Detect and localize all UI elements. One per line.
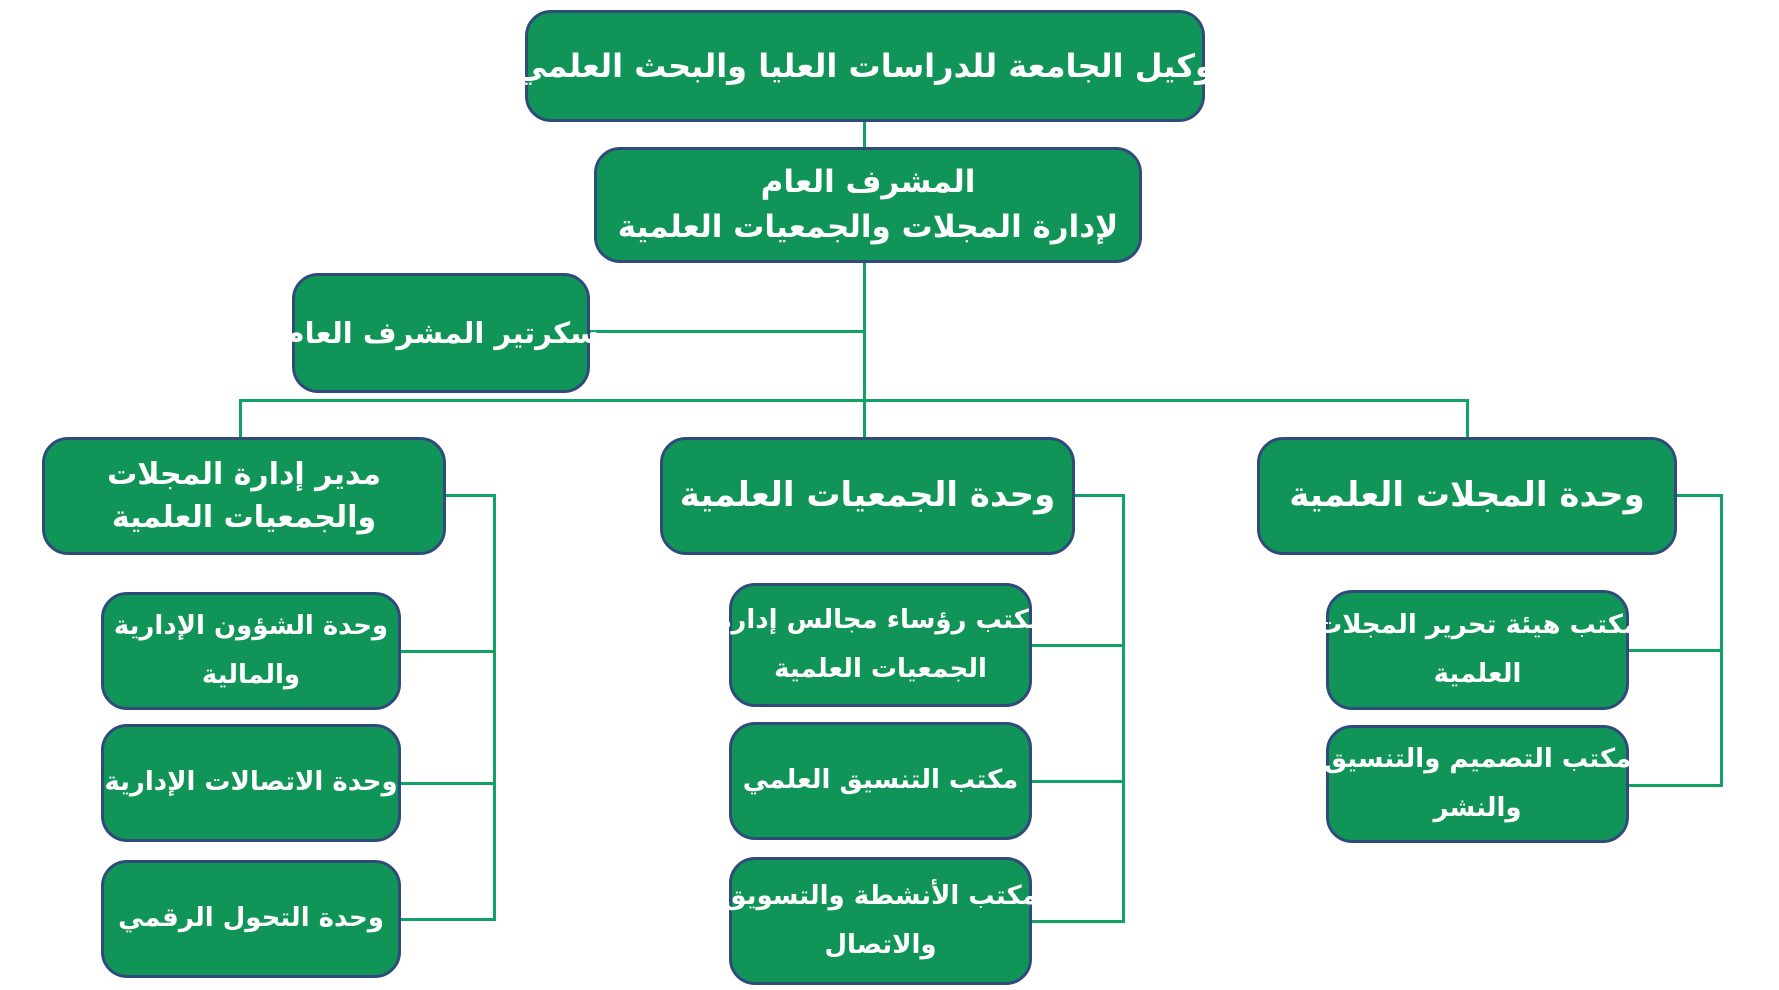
connector-line [1720,494,1723,787]
node-label: مكتب رؤساء مجالس إدارة [716,604,1045,635]
connector-line [401,782,496,785]
node-label: والجمعيات العلمية [111,500,377,535]
node-label: الجمعيات العلمية [774,654,987,684]
node-label: وحدة المجلات العلمية [1289,475,1645,516]
node-journals-unit: وحدة المجلات العلمية [1257,437,1677,555]
node-label: والمالية [201,660,301,690]
node-label: مكتب هيئة تحرير المجلات [1316,609,1639,640]
node-editorial-board-office: مكتب هيئة تحرير المجلات العلمية [1316,590,1639,710]
node-label: والنشر [1433,793,1522,823]
connector-line [590,330,864,333]
node-label: مكتب التصميم والتنسيق [1323,743,1632,774]
connector-line [401,650,496,653]
node-general-supervisor: المشرف العام لإدارة المجلات والجمعيات ال… [594,147,1142,263]
connector-line [446,494,496,497]
node-label: مدير إدارة المجلات [107,456,381,492]
connector-line [863,263,866,439]
node-label: سكرتير المشرف العام [283,315,599,350]
node-label: وحدة الجمعيات العلمية [679,475,1056,516]
node-societies-unit: وحدة الجمعيات العلمية [660,437,1075,555]
connector-line [401,918,496,921]
connector-line [239,399,1469,402]
connector-line [1032,920,1125,923]
node-label: وحدة الشؤون الإدارية [113,610,389,641]
node-label: لإدارة المجلات والجمعيات العلمية [617,209,1119,245]
connector-line [1075,494,1125,497]
node-label: وحدة التحول الرقمي [118,903,384,934]
connector-line [863,122,866,149]
connector-line [1122,494,1125,923]
node-admin-financial-unit: وحدة الشؤون الإدارية والمالية [101,592,401,710]
connector-line [1466,399,1469,437]
node-label: المشرف العام [760,164,976,201]
node-label: وحدة الاتصالات الإدارية [104,767,398,798]
node-director-journals-societies: مدير إدارة المجلات والجمعيات العلمية [42,437,446,555]
node-label: مكتب التنسيق العلمي [742,765,1019,796]
node-vice-rector: وكيل الجامعة للدراسات العليا والبحث العل… [515,10,1215,122]
connector-line [493,494,496,921]
node-label: العلمية [1433,659,1522,689]
node-label: وكيل الجامعة للدراسات العليا والبحث العل… [515,46,1215,85]
connector-line [1677,494,1723,497]
connector-line [1032,780,1125,783]
node-boards-chairmen-office: مكتب رؤساء مجالس إدارة الجمعيات العلمية [716,583,1045,707]
connector-line [1032,644,1125,647]
node-label: والاتصال [824,930,937,960]
node-scientific-coordination-office: مكتب التنسيق العلمي [729,722,1032,840]
node-design-publishing-office: مكتب التصميم والتنسيق والنشر [1323,725,1632,843]
connector-line [239,399,242,437]
connector-line [1629,784,1723,787]
node-digital-transformation-unit: وحدة التحول الرقمي [101,860,401,978]
node-label: مكتب الأنشطة والتسويق [723,880,1038,911]
node-admin-communications-unit: وحدة الاتصالات الإدارية [101,724,401,842]
node-secretary: سكرتير المشرف العام [283,273,599,393]
node-activities-marketing-office: مكتب الأنشطة والتسويق والاتصال [723,857,1038,985]
connector-line [1629,649,1723,652]
